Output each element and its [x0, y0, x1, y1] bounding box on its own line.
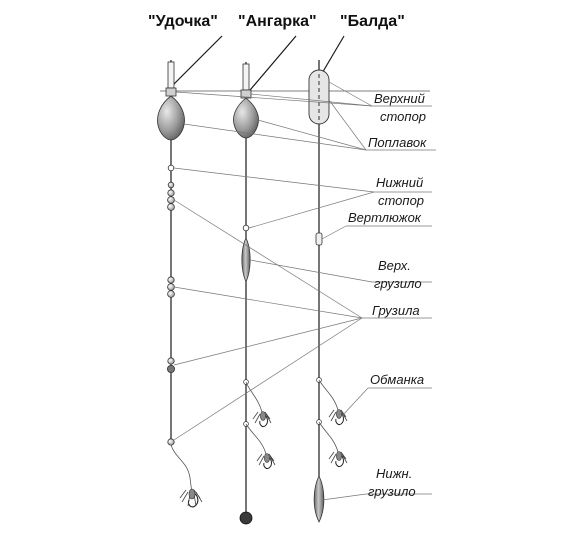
swivel-bead-udochka — [167, 181, 175, 189]
leader-sinkers — [173, 199, 363, 319]
bottom-ball-sinker-angarka — [239, 511, 253, 525]
swivel-bead-udochka — [167, 438, 175, 446]
sinker-bead-udochka — [167, 357, 175, 365]
rig-udochka — [157, 60, 203, 508]
float-antenna-angarka — [242, 63, 250, 91]
leader-float — [183, 123, 367, 151]
swivel-balda — [315, 232, 323, 246]
leader-upper-stopper — [328, 81, 373, 107]
leader-lure — [341, 387, 369, 417]
lure-fly-angarka-2 — [256, 453, 276, 469]
label-lower-sinker-line2: грузило — [368, 484, 416, 499]
sinker-bead-udochka — [167, 283, 175, 291]
rig-angarka — [233, 62, 276, 525]
sinker-bead-udochka — [167, 290, 175, 298]
leader-sinkers — [173, 286, 363, 319]
lower-stopper-udochka — [167, 164, 175, 172]
dropper-line-balda — [318, 379, 339, 411]
leader-lower-stopper — [173, 167, 375, 193]
sinker-bead-udochka — [167, 196, 175, 204]
float-angarka — [233, 97, 259, 139]
lower-sinker-balda — [313, 475, 325, 523]
leader-line-udochka — [170, 444, 193, 497]
leader-lower-sinker — [321, 493, 367, 501]
sinker-bead-udochka — [167, 189, 175, 197]
rig-title-udochka: "Удочка" — [148, 13, 218, 30]
label-upper-sinker-line2: грузило — [374, 276, 422, 291]
leader-upper-stopper — [250, 93, 373, 107]
sinker-bead-udochka — [167, 203, 175, 211]
leader-lines — [173, 81, 436, 501]
label-swivel: Вертлюжок — [348, 210, 422, 225]
rod-line-udochka — [169, 35, 223, 89]
dropper-line-angarka — [245, 423, 267, 455]
leader-upper-stopper — [175, 91, 373, 107]
leader-upper-sinker — [249, 259, 373, 283]
leader-float — [257, 119, 367, 151]
rod-line-angarka — [244, 35, 297, 97]
dropper-line-angarka — [245, 381, 263, 413]
leader-sinkers — [173, 317, 363, 366]
leader-float — [328, 99, 367, 151]
rig-title-angarka: "Ангарка" — [238, 13, 317, 30]
label-upper-stopper-line2: стопор — [380, 109, 426, 124]
float-udochka — [157, 95, 185, 141]
label-upper-sinker-line1: Верх. — [378, 258, 411, 273]
label-lower-stopper-line2: стопор — [378, 193, 424, 208]
label-lower-sinker-line1: Нижн. — [376, 466, 412, 481]
upper-stopper-udochka — [165, 87, 177, 97]
float-antenna-udochka — [167, 61, 175, 89]
upper-sinker-angarka — [241, 237, 251, 284]
labels: Верхний стопор Поплавок Нижний стопор Ве… — [348, 91, 427, 499]
leader-swivel — [321, 225, 347, 240]
leader-lower-stopper — [248, 191, 375, 229]
label-sinkers: Грузила — [372, 303, 420, 318]
lower-stopper-angarka — [242, 224, 250, 232]
leader-sinkers — [173, 317, 363, 441]
label-lure: Обманка — [370, 372, 424, 387]
label-upper-stopper-line1: Верхний — [374, 91, 425, 106]
sinker-bead-udochka — [167, 276, 175, 284]
rig-balda — [308, 60, 348, 523]
lure-fly-balda-2 — [328, 451, 348, 467]
label-lower-stopper-line1: Нижний — [376, 175, 423, 190]
lure-fly-angarka-1 — [252, 411, 272, 427]
lure-fly-balda-1 — [328, 409, 348, 425]
rig-title-balda: "Балда" — [340, 13, 405, 30]
sinker-bead-udochka — [166, 364, 175, 373]
label-float: Поплавок — [368, 135, 427, 150]
lure-fly-udochka — [179, 488, 203, 508]
dropper-line-balda — [318, 421, 339, 453]
